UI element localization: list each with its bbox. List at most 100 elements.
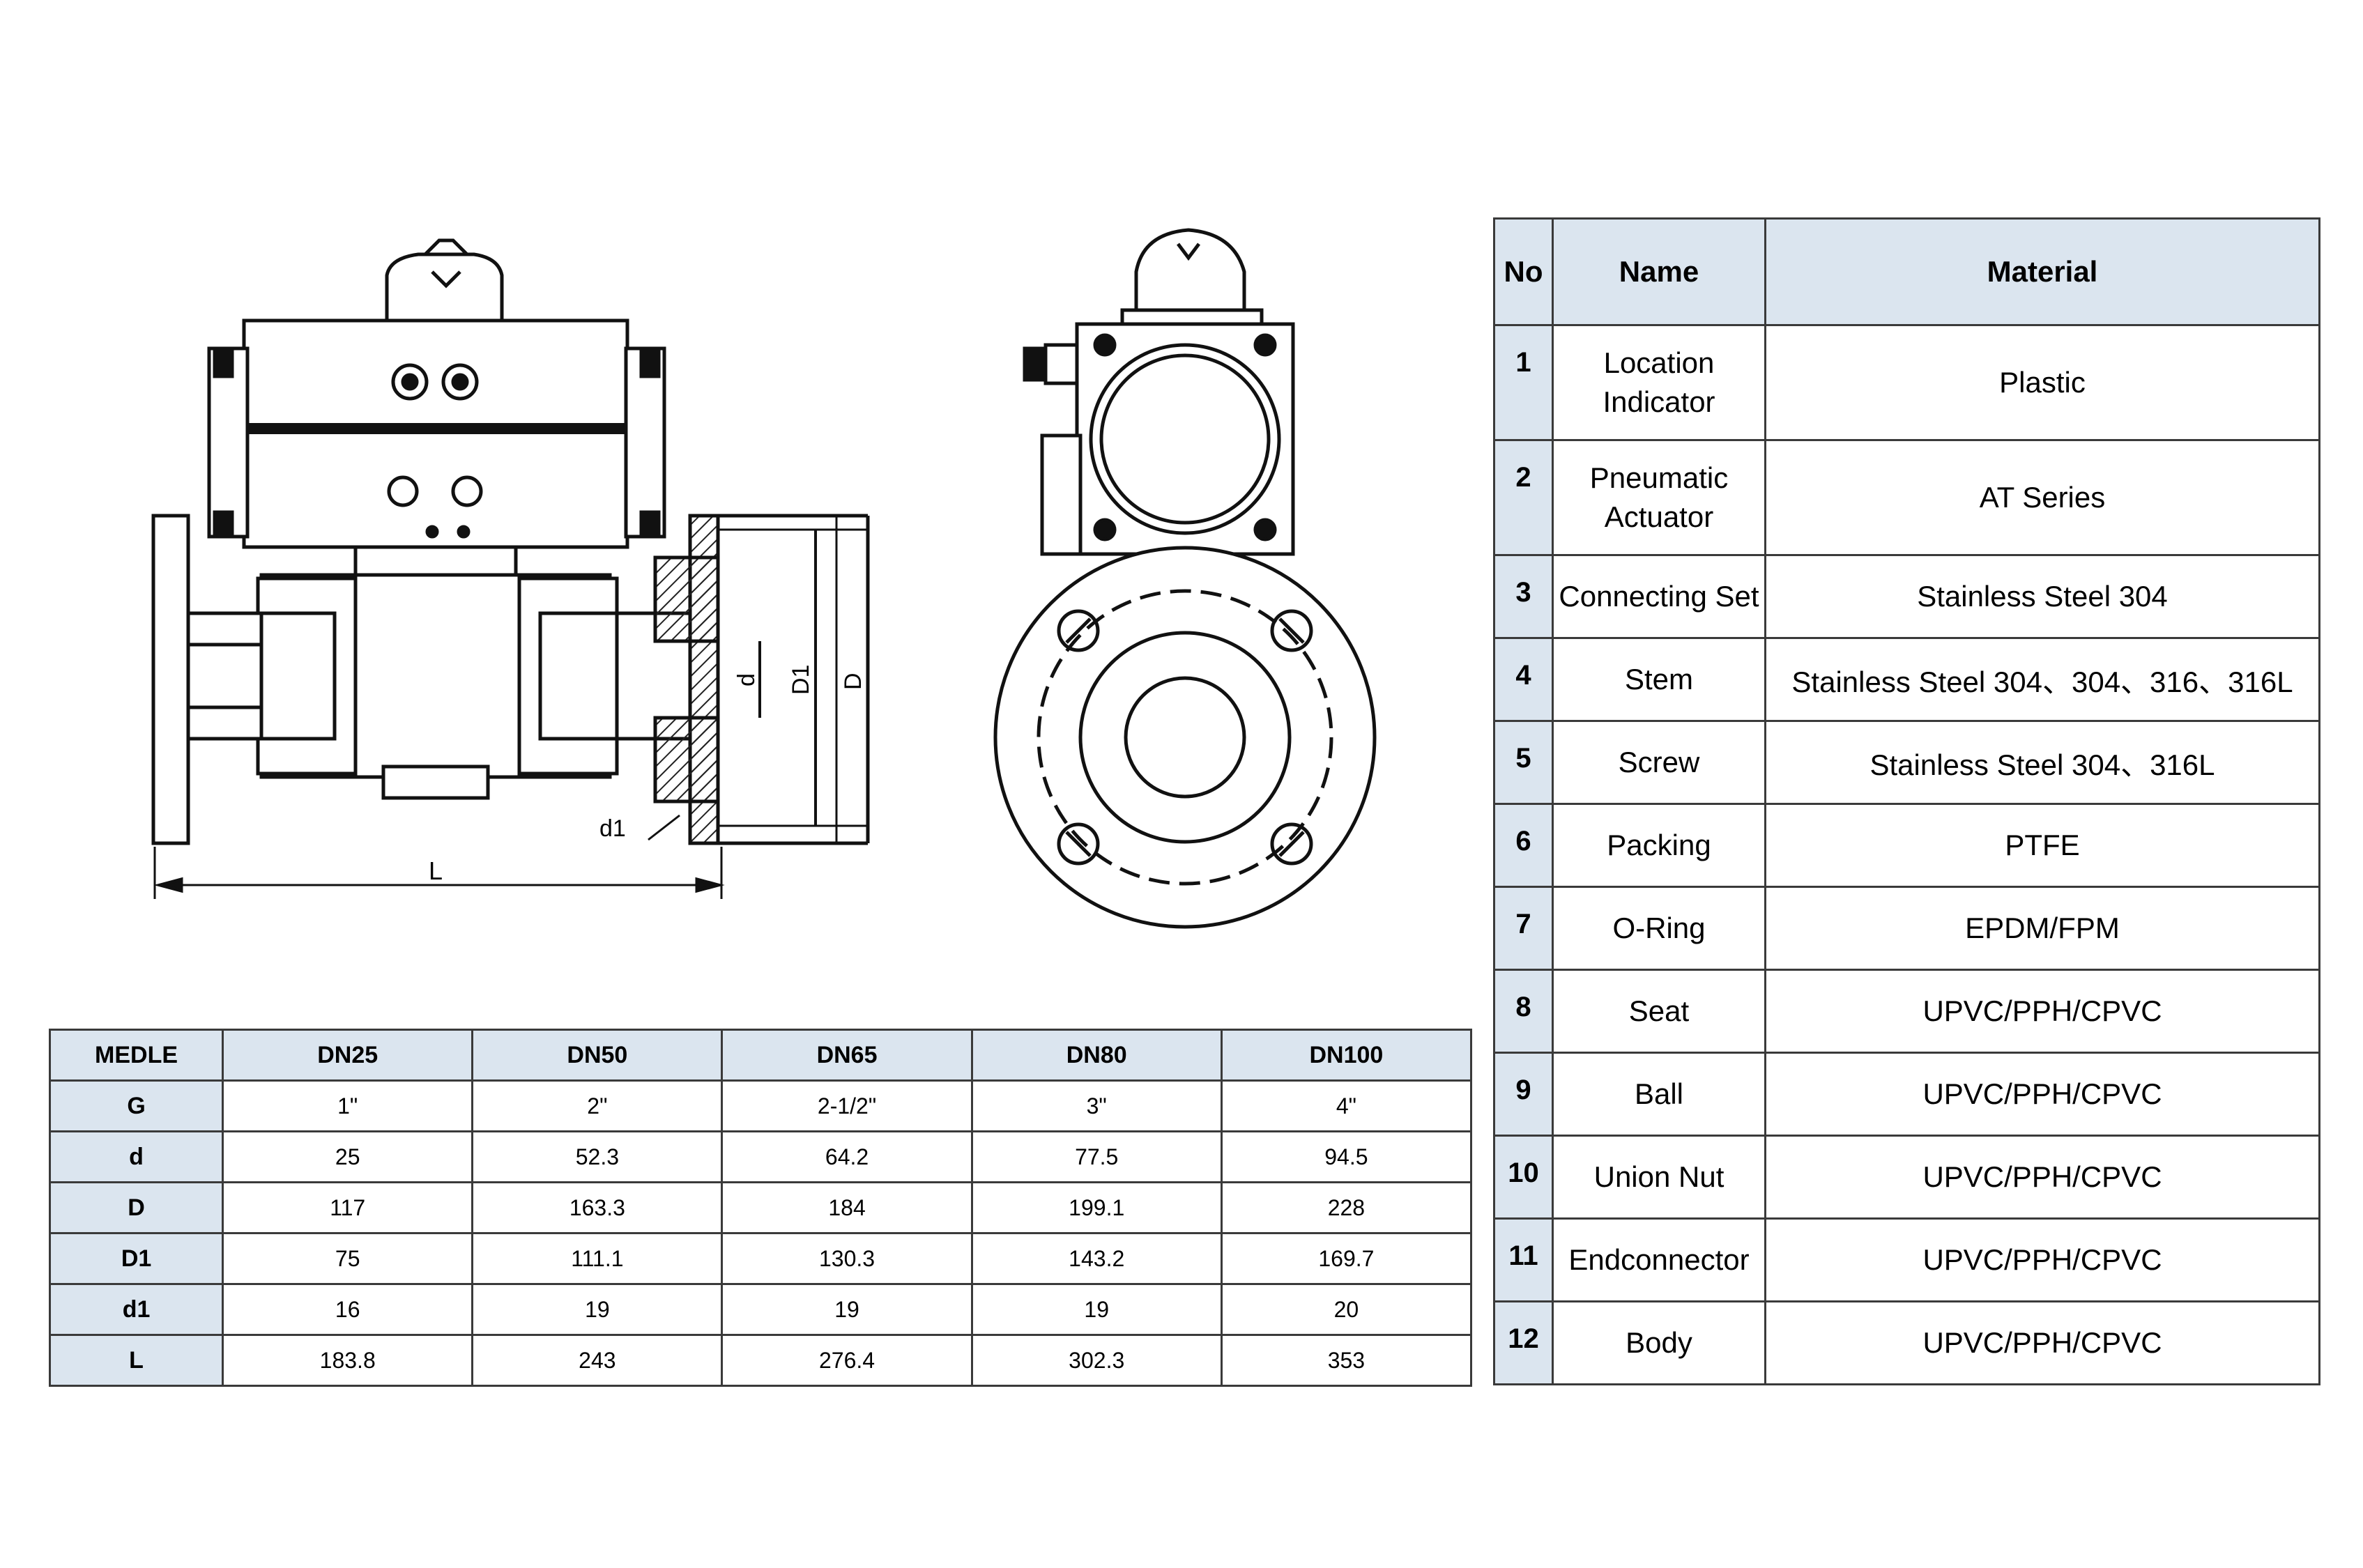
table-row: D 117 163.3 184 199.1 228	[48, 1181, 1473, 1234]
part-material: Stainless Steel 304、316L	[1764, 720, 2320, 805]
table-cell: 25	[222, 1130, 474, 1183]
part-name: Screw	[1552, 720, 1766, 805]
table-row: 5 Screw Stainless Steel 304、316L	[1493, 720, 2320, 805]
table-row: 6 Packing PTFE	[1493, 803, 2320, 888]
row-label: D1	[48, 1232, 224, 1285]
part-material: UPVC/PPH/CPVC	[1764, 1135, 2320, 1220]
part-number: 10	[1493, 1135, 1554, 1220]
dimension-header-dn100: DN100	[1220, 1029, 1473, 1082]
table-cell: 302.3	[970, 1334, 1223, 1387]
row-label: d	[48, 1130, 224, 1183]
table-cell: 243	[471, 1334, 724, 1387]
part-material: PTFE	[1764, 803, 2320, 888]
table-row: 10 Union Nut UPVC/PPH/CPVC	[1493, 1135, 2320, 1220]
table-cell: 1"	[222, 1079, 474, 1132]
dimension-header-dn80: DN80	[970, 1029, 1223, 1082]
row-label: D	[48, 1181, 224, 1234]
label-D1: D1	[788, 665, 814, 695]
table-cell: 16	[222, 1283, 474, 1336]
part-material: UPVC/PPH/CPVC	[1764, 1052, 2320, 1137]
part-number: 6	[1493, 803, 1554, 888]
table-row: 4 Stem Stainless Steel 304、304、316、316L	[1493, 637, 2320, 722]
part-name: Stem	[1552, 637, 1766, 722]
dimension-header-row: MEDLE DN25 DN50 DN65 DN80 DN100	[48, 1029, 1473, 1082]
part-number: 1	[1493, 324, 1554, 441]
part-name: Endconnector	[1552, 1217, 1766, 1302]
table-row: L 183.8 243 276.4 302.3 353	[48, 1334, 1473, 1387]
dimension-header-dn25: DN25	[222, 1029, 474, 1082]
table-row: 12 Body UPVC/PPH/CPVC	[1493, 1300, 2320, 1385]
dimension-table: MEDLE DN25 DN50 DN65 DN80 DN100 G 1" 2" …	[48, 1029, 1473, 1387]
side-view	[151, 238, 870, 899]
table-cell: 2-1/2"	[721, 1079, 973, 1132]
table-cell: 353	[1220, 1334, 1473, 1387]
part-material: AT Series	[1764, 439, 2320, 556]
table-row: d 25 52.3 64.2 77.5 94.5	[48, 1130, 1473, 1183]
table-row: D1 75 111.1 130.3 143.2 169.7	[48, 1232, 1473, 1285]
part-material: Stainless Steel 304、304、316、316L	[1764, 637, 2320, 722]
part-number: 12	[1493, 1300, 1554, 1385]
table-cell: 64.2	[721, 1130, 973, 1183]
part-material: UPVC/PPH/CPVC	[1764, 1217, 2320, 1302]
table-cell: 19	[721, 1283, 973, 1336]
table-cell: 184	[721, 1181, 973, 1234]
part-name: Pneumatic Actuator	[1552, 439, 1766, 556]
table-row: 2 Pneumatic Actuator AT Series	[1493, 439, 2320, 556]
table-cell: 163.3	[471, 1181, 724, 1234]
part-name: Packing	[1552, 803, 1766, 888]
material-table: No Name Material 1 Location Indicator Pl…	[1493, 217, 2320, 1385]
table-row: 9 Ball UPVC/PPH/CPVC	[1493, 1052, 2320, 1137]
part-name: Body	[1552, 1300, 1766, 1385]
table-cell: 94.5	[1220, 1130, 1473, 1183]
table-row: d1 16 19 19 19 20	[48, 1283, 1473, 1336]
part-material: UPVC/PPH/CPVC	[1764, 1300, 2320, 1385]
part-material: UPVC/PPH/CPVC	[1764, 969, 2320, 1054]
part-material: EPDM/FPM	[1764, 886, 2320, 971]
dimension-header-model: MEDLE	[48, 1029, 224, 1082]
label-D: D	[840, 672, 866, 690]
table-cell: 130.3	[721, 1232, 973, 1285]
part-name: Ball	[1552, 1052, 1766, 1137]
part-number: 9	[1493, 1052, 1554, 1137]
table-cell: 75	[222, 1232, 474, 1285]
part-number: 2	[1493, 439, 1554, 556]
table-cell: 143.2	[970, 1232, 1223, 1285]
part-name: Union Nut	[1552, 1135, 1766, 1220]
label-d1: d1	[599, 815, 626, 842]
table-cell: 19	[970, 1283, 1223, 1336]
part-name: Seat	[1552, 969, 1766, 1054]
table-cell: 19	[471, 1283, 724, 1336]
table-cell: 3"	[970, 1079, 1223, 1132]
table-cell: 52.3	[471, 1130, 724, 1183]
table-cell: 20	[1220, 1283, 1473, 1336]
table-cell: 199.1	[970, 1181, 1223, 1234]
part-number: 3	[1493, 554, 1554, 639]
table-cell: 77.5	[970, 1130, 1223, 1183]
table-cell: 183.8	[222, 1334, 474, 1387]
part-number: 7	[1493, 886, 1554, 971]
label-d: d	[733, 673, 760, 686]
table-cell: 111.1	[471, 1232, 724, 1285]
table-cell: 276.4	[721, 1334, 973, 1387]
material-header-name: Name	[1552, 217, 1766, 326]
label-L: L	[429, 856, 443, 885]
table-cell: 169.7	[1220, 1232, 1473, 1285]
part-material: Stainless Steel 304	[1764, 554, 2320, 639]
part-material: Plastic	[1764, 324, 2320, 441]
material-header-material: Material	[1764, 217, 2320, 326]
part-name: O-Ring	[1552, 886, 1766, 971]
table-cell: 228	[1220, 1181, 1473, 1234]
table-row: 8 Seat UPVC/PPH/CPVC	[1493, 969, 2320, 1054]
table-row: 7 O-Ring EPDM/FPM	[1493, 886, 2320, 971]
row-label: d1	[48, 1283, 224, 1336]
part-name: Connecting Set	[1552, 554, 1766, 639]
table-row: 3 Connecting Set Stainless Steel 304	[1493, 554, 2320, 639]
table-cell: 4"	[1220, 1079, 1473, 1132]
dimension-header-dn50: DN50	[471, 1029, 724, 1082]
material-header-no: No	[1493, 217, 1554, 326]
table-cell: 117	[222, 1181, 474, 1234]
part-number: 4	[1493, 637, 1554, 722]
row-label: L	[48, 1334, 224, 1387]
table-row: 11 Endconnector UPVC/PPH/CPVC	[1493, 1217, 2320, 1302]
table-cell: 2"	[471, 1079, 724, 1132]
